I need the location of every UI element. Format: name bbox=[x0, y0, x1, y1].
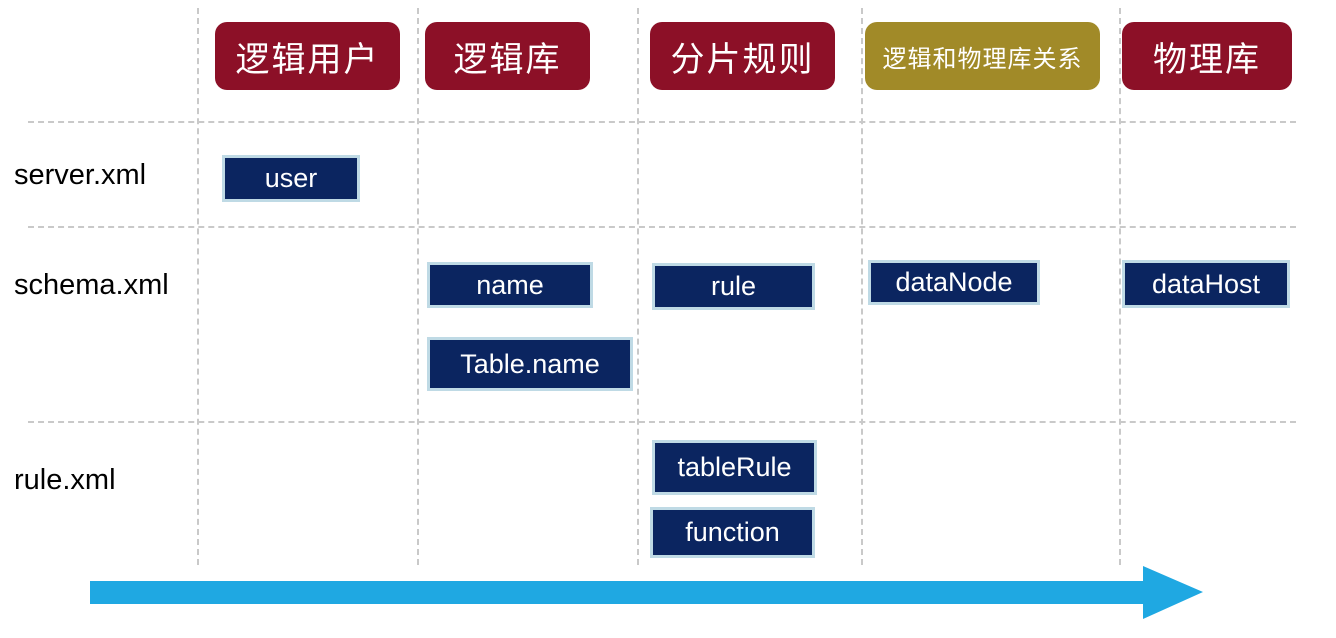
column-header-logical-user: 逻辑用户 bbox=[215, 22, 400, 90]
cell-box-datanode: dataNode bbox=[868, 260, 1040, 305]
grid-hline-1 bbox=[28, 121, 1296, 123]
grid-vline-3 bbox=[637, 8, 639, 565]
row-label-schema-xml: schema.xml bbox=[14, 269, 169, 301]
cell-box-datahost: dataHost bbox=[1122, 260, 1290, 308]
column-header-logical-physical-mapping: 逻辑和物理库关系 bbox=[865, 22, 1100, 90]
row-label-rule-xml: rule.xml bbox=[14, 464, 116, 496]
cell-box-user: user bbox=[222, 155, 360, 202]
cell-box-tablerule: tableRule bbox=[652, 440, 817, 495]
cell-box-table-name: Table.name bbox=[427, 337, 633, 391]
column-header-sharding-rule: 分片规则 bbox=[650, 22, 835, 90]
right-arrow-icon bbox=[90, 566, 1203, 619]
grid-vline-2 bbox=[417, 8, 419, 565]
grid-hline-2 bbox=[28, 226, 1296, 228]
grid-vline-5 bbox=[1119, 8, 1121, 565]
grid-hline-3 bbox=[28, 421, 1296, 423]
row-label-server-xml: server.xml bbox=[14, 159, 147, 191]
cell-box-rule: rule bbox=[652, 263, 815, 310]
column-header-physical-db: 物理库 bbox=[1122, 22, 1292, 90]
grid-vline-1 bbox=[197, 8, 199, 565]
grid-vline-4 bbox=[861, 8, 863, 565]
cell-box-name: name bbox=[427, 262, 593, 308]
cell-box-function: function bbox=[650, 507, 815, 558]
column-header-logical-schema: 逻辑库 bbox=[425, 22, 590, 90]
